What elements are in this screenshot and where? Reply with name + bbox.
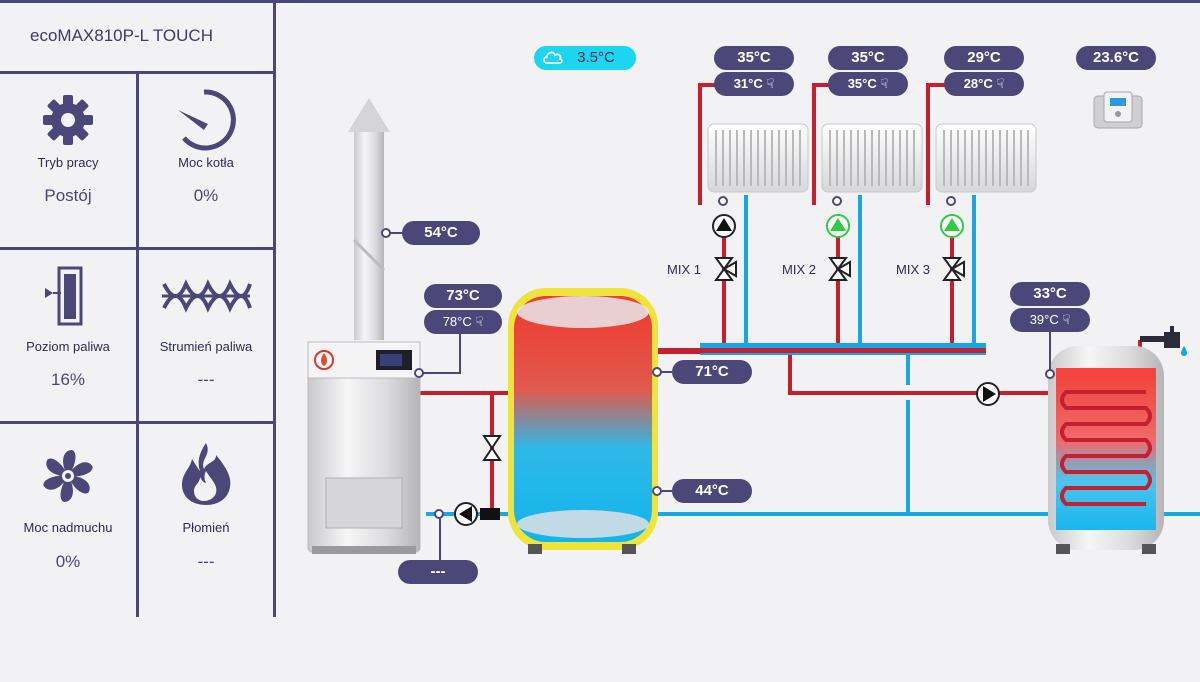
tile-fan-power[interactable]: Moc nadmuchu 0% [0, 424, 139, 617]
outdoor-temp-value: 3.5°C [577, 49, 615, 66]
circuit-1-sensor-dot [718, 196, 728, 206]
boiler [307, 341, 421, 554]
circuit-1-temp-pill[interactable]: 35°C [714, 46, 794, 70]
tile-label: Tryb pracy [37, 155, 99, 170]
gauge-icon [139, 88, 273, 152]
touch-icon: ☟ [1062, 312, 1071, 327]
mix-1-label: MIX 1 [667, 262, 701, 277]
boiler-temp-value: 73°C [446, 287, 480, 304]
circuit-3-sensor-dot [946, 196, 956, 206]
touch-icon: ☟ [996, 76, 1005, 91]
tile-value: Postój [44, 186, 92, 205]
chimney [348, 98, 390, 340]
pump-coupling [480, 508, 500, 520]
circuit-1-setpoint: 31°C [733, 76, 763, 91]
radiator-1 [707, 123, 809, 193]
circuit-1-setpoint-pill[interactable]: 31°C ☟ [714, 72, 794, 96]
dhw-setpoint-value: 39°C [1029, 312, 1059, 327]
tile-fuel-flow[interactable]: Strumień paliwa --- [139, 250, 273, 424]
circuit-3-temp-pill[interactable]: 29°C [944, 46, 1024, 70]
dhw-sensor-dot [1045, 369, 1055, 379]
mix-3-valve-icon [942, 257, 965, 281]
boiler-pump-icon [454, 502, 478, 526]
app-title: ecoMAX810P-L TOUCH [30, 26, 213, 45]
tile-label: Poziom paliwa [26, 339, 110, 354]
boiler-sensor-dot [414, 368, 424, 378]
circuit-1-temp: 35°C [737, 49, 771, 66]
tile-flame[interactable]: Płomień --- [139, 424, 273, 617]
circuit-3-pump-icon [940, 214, 964, 238]
mix-2-valve-icon [828, 257, 851, 281]
hot-manifold [656, 348, 986, 353]
tile-value: 0% [55, 552, 81, 571]
tile-boiler-power[interactable]: Moc kotła 0% [139, 74, 273, 250]
gear-icon [0, 88, 136, 152]
circuit-2-temp-pill[interactable]: 35°C [828, 46, 908, 70]
circuit-3-temp: 29°C [967, 49, 1001, 66]
fuel-level-icon [0, 264, 136, 328]
flue-temp-pill[interactable]: 54°C [402, 221, 480, 245]
dhw-temp-value: 33°C [1033, 285, 1067, 302]
room-temp-value: 23.6°C [1092, 49, 1140, 66]
mix-1-valve-icon [714, 257, 737, 281]
boiler-setpoint-pill[interactable]: 78°C ☟ [424, 310, 502, 334]
mix-3-label: MIX 3 [896, 262, 930, 277]
circuit-3-setpoint-pill[interactable]: 28°C ☟ [944, 72, 1024, 96]
tile-value: 0% [193, 186, 219, 205]
app-title-bar: ecoMAX810P-L TOUCH [0, 0, 273, 74]
buffer-top-temp-pill[interactable]: 71°C [672, 360, 752, 384]
buffer-top-temp-value: 71°C [695, 363, 729, 380]
buffer-bottom-temp-value: 44°C [695, 482, 729, 499]
circuit-2-sensor-dot [832, 196, 842, 206]
tile-value: --- [197, 370, 215, 389]
radiator-3 [935, 123, 1037, 193]
flue-temp-value: 54°C [424, 224, 458, 241]
buffer-tank [508, 288, 658, 554]
tap-icon [1140, 326, 1187, 356]
flue-sensor-dot [381, 228, 391, 238]
circuit-2-pump-icon [826, 214, 850, 238]
tile-value: --- [197, 552, 215, 571]
return-sensor-dot [434, 509, 444, 519]
tile-value: 16% [50, 370, 86, 389]
room-temp-pill[interactable]: 23.6°C [1076, 46, 1156, 70]
flame-icon [139, 442, 273, 506]
buffer-bottom-sensor-dot [652, 486, 662, 496]
return-temp-value: --- [430, 563, 446, 580]
circuit-3-setpoint: 28°C [963, 76, 993, 91]
sidebar: ecoMAX810P-L TOUCH Tryb pracy Postó [0, 0, 276, 617]
circuit-2-setpoint: 35°C [847, 76, 877, 91]
dhw-setpoint-pill[interactable]: 39°C ☟ [1010, 308, 1090, 332]
fan-icon [0, 444, 136, 508]
radiator-2 [821, 123, 923, 193]
tile-label: Płomień [182, 520, 230, 535]
bypass-valve-icon [482, 435, 502, 461]
boiler-temp-pill[interactable]: 73°C [424, 284, 502, 308]
touch-icon: ☟ [475, 314, 484, 329]
cloud-icon [542, 48, 564, 74]
dhw-temp-pill[interactable]: 33°C [1010, 282, 1090, 306]
boiler-setpoint-value: 78°C [442, 314, 472, 329]
tile-label: Strumień paliwa [159, 339, 253, 354]
return-temp-pill[interactable]: --- [398, 560, 478, 584]
circuit-2-temp: 35°C [851, 49, 885, 66]
tile-fuel-level[interactable]: Poziom paliwa 16% [0, 250, 139, 424]
buffer-bottom-temp-pill[interactable]: 44°C [672, 479, 752, 503]
auger-icon [139, 264, 273, 328]
mix-2-label: MIX 2 [782, 262, 816, 277]
circuit-2-setpoint-pill[interactable]: 35°C ☟ [828, 72, 908, 96]
tile-label: Moc nadmuchu [23, 520, 113, 535]
buffer-top-sensor-dot [652, 367, 662, 377]
circuit-1-pump-icon [712, 214, 736, 238]
tile-operation-mode[interactable]: Tryb pracy Postój [0, 74, 139, 250]
touch-icon: ☟ [766, 76, 775, 91]
dhw-tank [1048, 346, 1164, 554]
tile-label: Moc kotła [178, 155, 234, 170]
top-border [0, 0, 1200, 3]
dhw-pump-icon [976, 382, 1000, 406]
thermostat-icon [1093, 91, 1143, 129]
outdoor-temp-badge[interactable]: 3.5°C [534, 46, 636, 70]
touch-icon: ☟ [880, 76, 889, 91]
